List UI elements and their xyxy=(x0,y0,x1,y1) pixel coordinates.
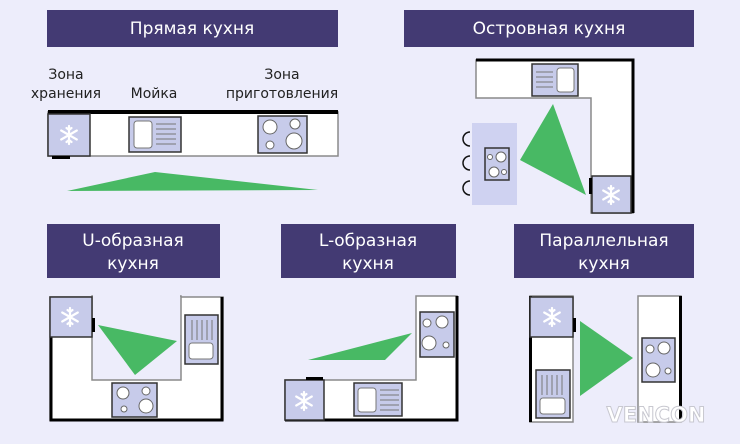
stool-icons xyxy=(462,131,471,196)
svg-text:Параллельная: Параллельная xyxy=(539,231,668,251)
label-storage-2: хранения xyxy=(31,86,101,102)
title-island-kitchen: Островная кухня xyxy=(404,10,694,47)
sink-icon xyxy=(531,63,579,97)
title-l-kitchen: L-образная кухня xyxy=(281,224,456,278)
work-triangle xyxy=(520,104,586,195)
title-straight-kitchen: Прямая кухня xyxy=(47,10,338,47)
label-cooking-2: приготовления xyxy=(226,86,338,102)
sink-icon xyxy=(353,382,403,417)
work-triangle xyxy=(580,321,633,396)
sink-icon xyxy=(128,116,182,153)
svg-text:L-образная: L-образная xyxy=(319,231,417,251)
stove-icon xyxy=(484,147,510,181)
vencon-watermark: VENCON xyxy=(606,403,705,427)
straight-kitchen-plan: Зона хранения Мойка Зона приготовления xyxy=(31,67,339,191)
island-kitchen-plan xyxy=(462,58,635,214)
stove-icon xyxy=(641,337,676,383)
sink-icon xyxy=(535,369,571,419)
u-kitchen-plan xyxy=(49,294,224,422)
svg-text:Островная кухня: Островная кухня xyxy=(473,19,626,39)
stove-icon xyxy=(257,115,308,154)
label-cooking: Зона xyxy=(264,67,299,83)
label-storage: Зона xyxy=(48,67,83,83)
work-triangle xyxy=(67,172,318,191)
svg-text:кухня: кухня xyxy=(342,254,394,274)
svg-text:Прямая кухня: Прямая кухня xyxy=(130,19,254,39)
work-triangle xyxy=(308,333,412,360)
stove-icon xyxy=(111,382,158,418)
title-parallel-kitchen: Параллельная кухня xyxy=(514,224,694,278)
l-kitchen-plan xyxy=(284,295,459,422)
svg-text:кухня: кухня xyxy=(578,254,630,274)
svg-text:U-образная: U-образная xyxy=(82,231,183,251)
sink-icon xyxy=(184,314,219,365)
label-sink: Мойка xyxy=(131,86,178,102)
title-u-kitchen: U-образная кухня xyxy=(47,224,220,278)
parallel-kitchen-plan xyxy=(529,295,682,423)
work-triangle xyxy=(98,325,177,375)
svg-text:кухня: кухня xyxy=(107,254,159,274)
stove-icon xyxy=(419,311,455,358)
